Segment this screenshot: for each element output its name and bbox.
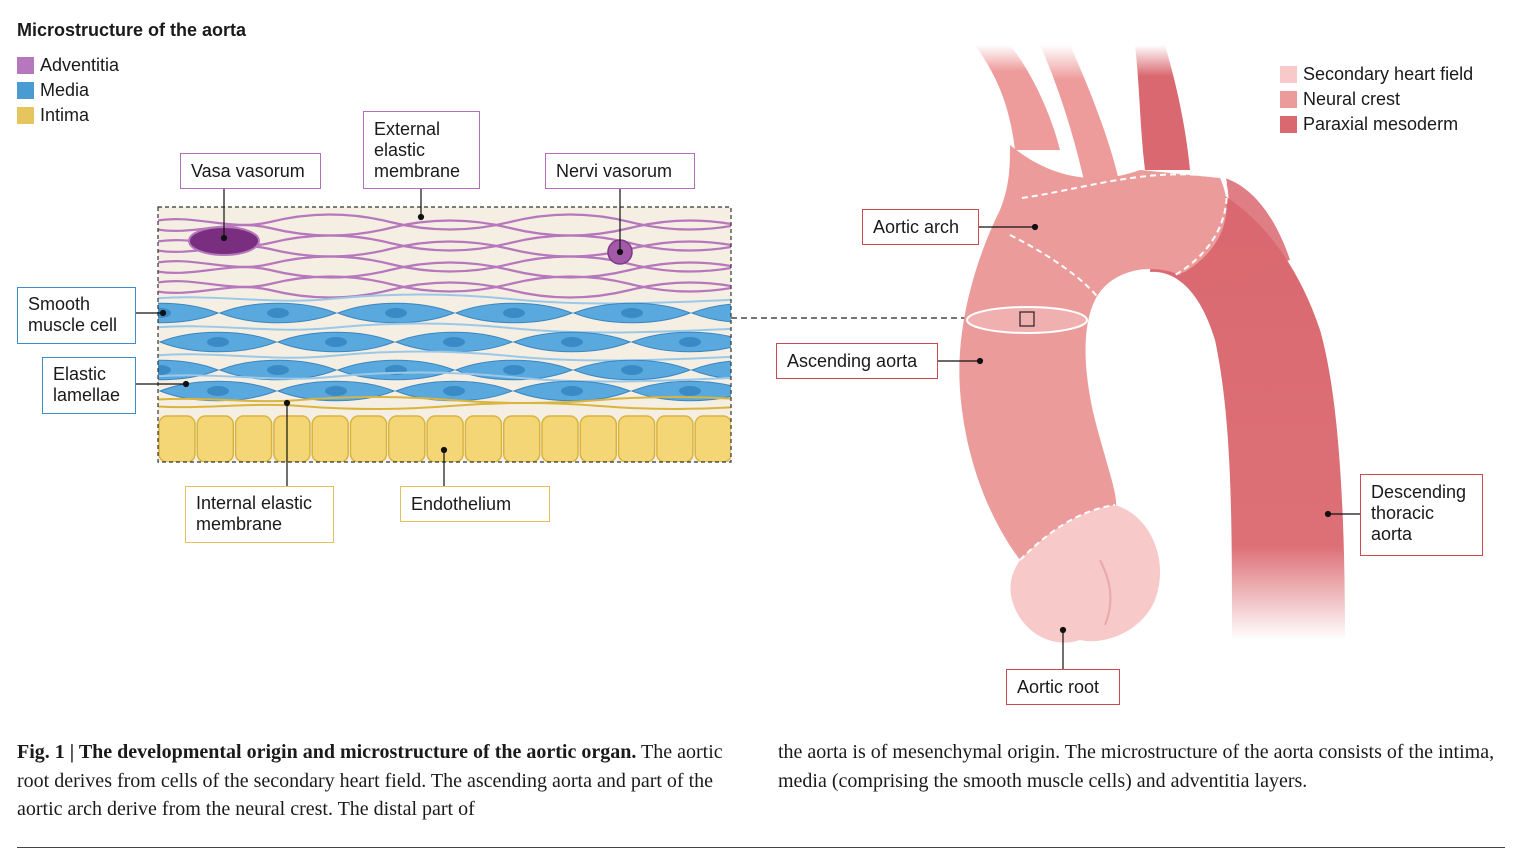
right-leader-lines: [938, 223, 1362, 670]
legend-label-neural-crest: Neural crest: [1303, 89, 1401, 109]
left-common-carotid-branch: [1040, 45, 1120, 185]
smooth-muscle-nucleus: [679, 337, 701, 347]
smooth-muscle-nucleus: [561, 337, 583, 347]
endothelial-cell: [158, 415, 196, 462]
label-aortic-arch: Aortic arch: [862, 209, 979, 245]
legend-item-secondary-heart-field: Secondary heart field: [1280, 62, 1473, 87]
smooth-muscle-nucleus: [621, 365, 643, 375]
smooth-muscle-nucleus: [621, 308, 643, 318]
smooth-muscle-cell: [690, 303, 731, 323]
smooth-muscle-nucleus: [739, 308, 761, 318]
smooth-muscle-nucleus: [503, 308, 525, 318]
legend-swatch-intima: [17, 107, 34, 124]
media-smooth-muscle-cells: [158, 293, 761, 402]
distal-arch-shape: [1180, 178, 1290, 290]
panel-title: Microstructure of the aorta: [17, 20, 247, 40]
smooth-muscle-cell: [158, 302, 220, 324]
endothelial-cell: [694, 415, 731, 462]
aortic-root-shape: [1010, 505, 1161, 643]
figure-caption-heading: Fig. 1 | The developmental origin and mi…: [17, 741, 637, 763]
figure-caption-col2: the aorta is of mesenchymal origin. The …: [778, 738, 1508, 795]
label-vasa-vasorum: Vasa vasorum: [180, 153, 321, 189]
label-external-elastic-membrane: External elastic membrane: [363, 111, 480, 189]
endothelial-cell: [388, 415, 426, 462]
brachiocephalic-branch: [975, 45, 1060, 150]
smooth-muscle-nucleus: [207, 337, 229, 347]
legend-swatch-neural-crest: [1280, 91, 1297, 108]
adventitia-fibres: [158, 213, 731, 299]
smooth-muscle-nucleus: [739, 365, 761, 375]
label-internal-elastic-membrane: Internal elastic membrane: [185, 486, 334, 543]
smooth-muscle-nucleus: [443, 337, 465, 347]
legend-swatch-media: [17, 82, 34, 99]
legend-item-neural-crest: Neural crest: [1280, 87, 1473, 112]
label-nervi-vasorum: Nervi vasorum: [545, 153, 695, 189]
aorta-wall-illustration: [136, 45, 1362, 670]
endothelial-cell: [426, 415, 464, 462]
label-ascending-aorta: Ascending aorta: [776, 343, 938, 379]
left-subclavian-branch: [1135, 45, 1190, 170]
ascending-and-arch-shape: [959, 145, 1227, 560]
layer-legend: Adventitia Media Intima: [17, 53, 119, 128]
legend-item-adventitia: Adventitia: [17, 53, 119, 78]
smooth-muscle-nucleus: [207, 386, 229, 396]
smooth-muscle-nucleus: [503, 365, 525, 375]
label-aortic-root: Aortic root: [1006, 669, 1120, 705]
legend-swatch-secondary-heart-field: [1280, 66, 1297, 83]
endothelial-cell: [617, 415, 656, 462]
aorta-illustration: [959, 45, 1345, 643]
descending-aorta-shape: [1150, 172, 1345, 640]
label-endothelium: Endothelium: [400, 486, 550, 522]
legend-item-intima: Intima: [17, 103, 119, 128]
endothelial-cell: [349, 415, 388, 462]
endothelial-cell: [234, 415, 273, 462]
endothelial-cell: [502, 415, 541, 462]
legend-label-adventitia: Adventitia: [40, 55, 120, 75]
smooth-muscle-nucleus: [679, 386, 701, 396]
label-descending-thoracic-aorta: Descending thoracic aorta: [1360, 474, 1483, 556]
endothelial-cell: [311, 415, 349, 462]
legend-label-intima: Intima: [40, 105, 90, 125]
smooth-muscle-nucleus: [443, 386, 465, 396]
endothelial-cell: [579, 415, 618, 462]
endothelial-cell: [734, 416, 770, 462]
endothelial-cell: [464, 415, 503, 462]
smooth-muscle-nucleus: [158, 365, 171, 375]
legend-label-media: Media: [40, 80, 90, 100]
endothelium-cells: [158, 415, 770, 462]
smooth-muscle-nucleus: [267, 308, 289, 318]
tissue-layers: [158, 207, 770, 462]
legend-swatch-adventitia: [17, 57, 34, 74]
aortic-root-cusp-line: [1099, 559, 1112, 626]
elastic-lamella-line: [158, 322, 731, 334]
endothelial-cell: [656, 415, 694, 462]
smooth-muscle-nucleus: [267, 365, 289, 375]
smooth-muscle-nucleus: [385, 308, 407, 318]
smooth-muscle-nucleus: [325, 386, 347, 396]
figure-caption-text-1: The aortic root derives from cells of th…: [17, 741, 723, 820]
caption-bottom-rule: [17, 847, 1505, 848]
legend-item-paraxial-mesoderm: Paraxial mesoderm: [1280, 112, 1473, 137]
endothelial-cell: [541, 415, 579, 462]
legend-label-secondary-heart-field: Secondary heart field: [1303, 64, 1474, 84]
endothelial-cell: [196, 415, 235, 462]
left-leader-lines: [136, 188, 624, 488]
legend-label-paraxial-mesoderm: Paraxial mesoderm: [1303, 114, 1459, 134]
figure-caption-text-2: the aorta is of mesenchymal origin. The …: [778, 741, 1495, 792]
smooth-muscle-nucleus: [325, 337, 347, 347]
legend-swatch-paraxial-mesoderm: [1280, 116, 1297, 133]
label-smooth-muscle-cell: Smooth muscle cell: [17, 287, 136, 344]
internal-elastic-membrane-fibres: [158, 396, 731, 410]
region-boundaries: [1009, 173, 1228, 561]
label-elastic-lamellae: Elastic lamellae: [42, 357, 136, 414]
figure-caption-col1: Fig. 1 | The developmental origin and mi…: [17, 738, 727, 824]
endothelial-cell: [273, 415, 311, 462]
elastic-lamella-line: [158, 371, 731, 383]
section-ellipse: [966, 306, 1088, 334]
legend-item-media: Media: [17, 78, 119, 103]
origin-legend: Secondary heart field Neural crest Parax…: [1280, 62, 1473, 137]
smooth-muscle-nucleus: [561, 386, 583, 396]
section-marker-square: [1019, 311, 1035, 327]
